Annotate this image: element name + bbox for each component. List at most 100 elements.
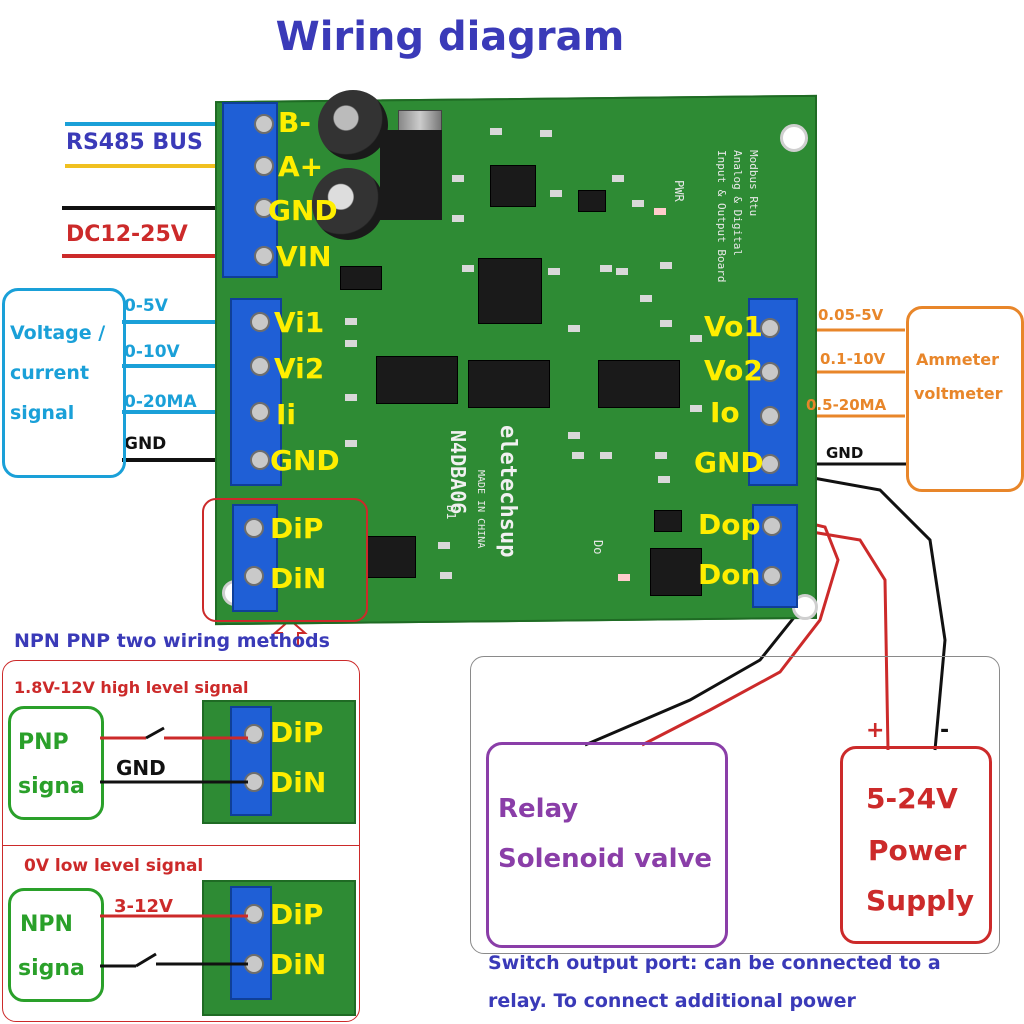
note-line1: Switch output port: can be connected to … [488, 952, 941, 974]
rs485-label: RS485 BUS [66, 130, 203, 155]
screw-icon[interactable] [760, 362, 780, 382]
screw-icon[interactable] [250, 356, 270, 376]
screw-icon[interactable] [760, 454, 780, 474]
terminal-label-vo1: Vo1 [704, 310, 763, 343]
smd-part [550, 190, 562, 197]
terminal-label-vi1: Vi1 [274, 306, 325, 339]
capacitor [318, 90, 388, 160]
panel-divider [2, 845, 360, 846]
screw-icon[interactable] [254, 198, 274, 218]
relay-line1: Relay [498, 794, 579, 824]
npn-pnp-title: NPN PNP two wiring methods [14, 630, 330, 652]
input-signal-box [2, 288, 126, 478]
pnp-wires [100, 726, 248, 784]
smd-part [548, 268, 560, 275]
smd-part [655, 452, 667, 459]
board-desc3: Input & Output Board [715, 150, 728, 283]
smd-part [600, 265, 612, 272]
smd-part [540, 130, 552, 137]
out-range-3: 0.5-20MA [806, 396, 887, 414]
wiring-methods-panel [2, 660, 360, 1022]
smd-part [640, 295, 652, 302]
board-brand: eletechsup [495, 425, 520, 558]
npn-board-thumb [202, 880, 356, 1016]
meter-line2: voltmeter [914, 384, 1003, 403]
screw-icon[interactable] [244, 566, 264, 586]
ic-chip [654, 510, 682, 532]
smd-part [690, 335, 702, 342]
smd-part [452, 175, 464, 182]
board-made: MADE IN CHINA [475, 470, 486, 549]
pnp-box [8, 706, 104, 820]
capacitor [312, 168, 384, 240]
ic-chip [340, 266, 382, 290]
screw-icon[interactable] [760, 406, 780, 426]
screw-icon[interactable] [250, 402, 270, 422]
terminal-label-b: B- [278, 106, 311, 139]
regulator-body [380, 130, 442, 220]
terminal-block-digital-in [232, 504, 278, 612]
smd-part [616, 268, 628, 275]
ic-chip [650, 548, 702, 596]
pnp-header: 1.8V-12V high level signal [14, 678, 249, 697]
npn-din: DiN [270, 948, 327, 981]
screw-icon[interactable] [254, 246, 274, 266]
wire-power-minus [779, 470, 947, 751]
ic-chip [490, 165, 536, 207]
range-0-10v: 0-10V [124, 342, 180, 362]
meter-line1: Ammeter [916, 350, 999, 369]
screw-icon[interactable] [762, 566, 782, 586]
smd-part [660, 262, 672, 269]
terminal-label-gnd: GND [268, 194, 338, 227]
screw-icon[interactable] [244, 518, 264, 538]
screw-icon[interactable] [250, 312, 270, 332]
meter-box [906, 306, 1024, 492]
smd-part [568, 432, 580, 439]
screw-icon[interactable] [254, 156, 274, 176]
board-model: N4DBA06 [446, 430, 470, 515]
range-0-20ma: 0-20MA [124, 392, 197, 412]
smd-part [345, 340, 357, 347]
input-box-line3: signal [10, 402, 75, 424]
screw-icon[interactable] [762, 516, 782, 536]
smd-part [345, 394, 357, 401]
smd-part [568, 325, 580, 332]
terminal-label-a: A+ [278, 150, 324, 183]
terminal-label-io: Io [710, 396, 740, 429]
terminal-label-dip: DiP [270, 512, 324, 545]
ic-chip [578, 190, 606, 212]
smd-part [660, 320, 672, 327]
board-pwr: PWR [672, 180, 686, 202]
minus-sign: - [940, 718, 950, 743]
smd-part [345, 318, 357, 325]
wire-power-plus [799, 528, 890, 751]
terminal-label-vin: VIN [276, 240, 332, 273]
board-desc1: Modbus Rtu [747, 150, 760, 217]
screw-icon[interactable] [250, 450, 270, 470]
smd-part [345, 440, 357, 447]
npn-box-line1: NPN [20, 912, 73, 937]
smd-part [462, 265, 474, 272]
screw-icon [244, 904, 264, 924]
power-line2: Power [868, 834, 967, 867]
smd-part [690, 405, 702, 412]
smd-part [440, 572, 452, 579]
out-range-2: 0.1-10V [820, 350, 886, 368]
screw-icon[interactable] [254, 114, 274, 134]
pnp-board-thumb [202, 700, 356, 824]
diagram-title: Wiring diagram [275, 14, 625, 60]
terminal-label-gnd: GND [694, 446, 764, 479]
ic-chip [366, 536, 416, 578]
npn-header: 0V low level signal [24, 856, 204, 876]
relay-line2: Solenoid valve [498, 844, 713, 874]
note-line2: relay. To connect additional power [488, 990, 856, 1012]
dc-label: DC12-25V [66, 222, 188, 247]
terminal-label-dop: Dop [698, 508, 761, 541]
out-gnd-label: GND [826, 444, 864, 462]
board-desc2: Analog & Digital [731, 150, 744, 256]
screw-icon[interactable] [760, 318, 780, 338]
output-panel [470, 656, 1000, 954]
pnp-gnd-label: GND [116, 756, 166, 780]
npn-volt-label: 3-12V [114, 896, 173, 917]
power-line3: Supply [866, 884, 975, 917]
